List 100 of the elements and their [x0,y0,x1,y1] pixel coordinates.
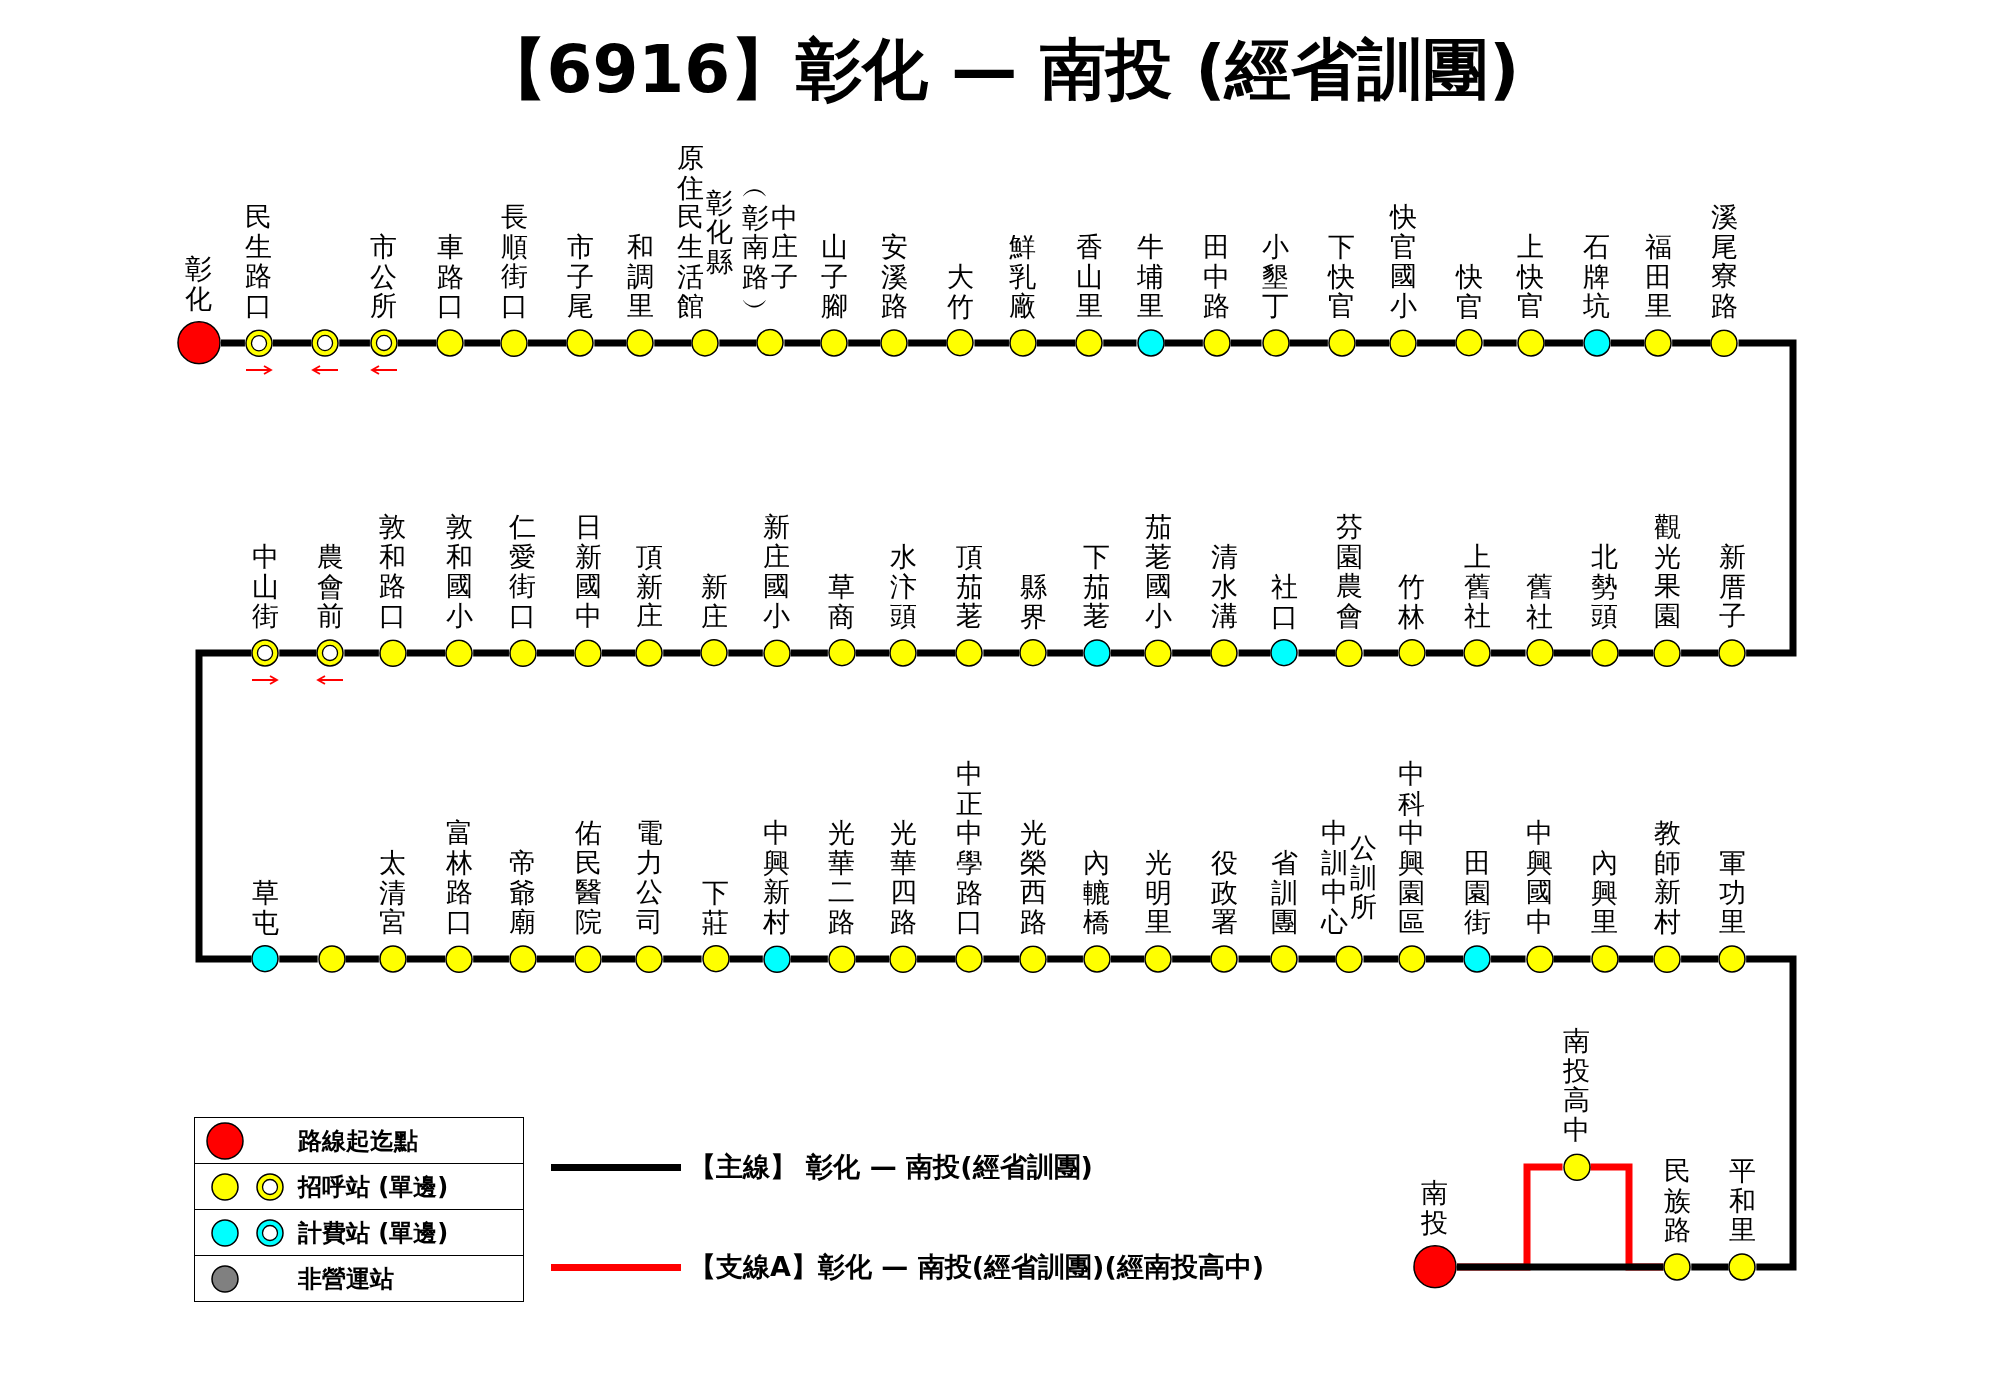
stop-name: 大竹 [946,261,974,321]
route-line [1298,649,1336,657]
stop-name: 草商 [828,571,856,631]
stop-name: 清水溝 [1211,541,1238,631]
route-line [1172,955,1211,963]
route-line [1417,339,1456,347]
route-line [473,955,509,963]
stop-name: 縣界 [1019,571,1047,631]
route-line [1544,339,1583,347]
stop-name: 山子腳 [820,231,848,321]
legend-label: 非營運站 [298,1264,394,1295]
route-line [473,649,509,657]
stop-name: 農會前 [316,541,344,631]
stop-name: 中興國中 [1526,818,1554,937]
stop-name: 上舊社 [1463,541,1491,631]
stop-name: 電力公司 [635,818,663,937]
stop-name: 平和里 [1728,1155,1756,1245]
route-line [728,649,763,657]
route-line [594,339,627,347]
route-line [1553,955,1591,963]
stop-name: 下莊 [702,877,730,937]
stop-name: 中科中興園區 [1398,758,1426,937]
stop-name: 長順街口 [500,202,528,321]
stop-name: 溪尾寮路 [1711,202,1738,321]
stop-name: 仁愛街口 [509,512,537,631]
route-line [1238,955,1271,963]
route-line [221,339,245,347]
route-line [983,649,1020,657]
stop-name: 牛埔里 [1137,231,1164,321]
stop-name: 南投高中 [1563,1026,1590,1145]
stop-name: 社口 [1270,571,1298,631]
stop-name: 中興新村 [763,818,791,937]
stop-name: 市公所 [370,231,398,321]
route-line [917,955,956,963]
route-line [719,339,757,347]
route-line [1172,649,1211,657]
stop-name: 水汴頭 [889,541,917,631]
route-line [339,339,370,347]
title: 【6916】彰化 — 南投 (經省訓團) [480,30,1520,110]
route-line [1363,955,1398,963]
route-line [1618,955,1654,963]
route-line [1036,339,1076,347]
stop-name: 敦和路口 [379,512,407,631]
stop-name: 草屯 [251,877,279,937]
stop-name: 役政署 [1211,847,1238,937]
legend-label: 招呼站 (單邊) [298,1172,449,1203]
stop-name: 彰化 [185,253,213,313]
legend-label: 【主線】 彰化 — 南投(經省訓團) [689,1150,1093,1184]
route-line [1553,649,1591,657]
route-line [1363,649,1398,657]
stop-name: 彰化縣 [706,187,734,277]
route-line [536,955,574,963]
stop-name: 中訓中心 [1321,818,1349,937]
stop-name: 中庄子 [771,202,799,292]
stop-name: 上快官 [1517,231,1545,321]
route-line [195,649,252,963]
stop-name: 石牌坑 [1583,231,1611,321]
stop-name: 內轆橋 [1083,847,1111,937]
stop-name: 中正中學路口 [955,758,983,937]
stop-name: 新庄國小 [763,512,791,631]
route-line [1047,955,1083,963]
route-line [464,339,501,347]
route-line [1483,339,1517,347]
route-line [1426,955,1464,963]
route-line [729,955,763,963]
stop-name: 太清宮 [379,847,407,937]
stop-name: 頂茄荖 [955,541,983,631]
route-line [917,649,956,657]
route-line [397,339,437,347]
route-line [663,955,702,963]
route-line [1164,339,1203,347]
stop-name: 和調里 [626,231,654,321]
route-line [1298,955,1336,963]
legend-label: 路線起迄點 [298,1126,418,1157]
route-line [1681,649,1719,657]
route-line [1103,339,1137,347]
stop-name: 教師新村 [1653,818,1681,937]
route-line [1672,339,1711,347]
stop-name: 日新國中 [574,512,602,631]
route-line [790,649,828,657]
stop-name: 佑民醫院 [574,818,602,937]
route-line [1691,1263,1729,1271]
stop-name: 香山里 [1075,231,1103,321]
stop-name: 光華二路 [828,818,856,937]
stop-name: 快官國小 [1389,202,1417,321]
stop-name: 市子尾 [566,231,594,321]
route-line [654,339,692,347]
route-line [602,649,636,657]
route-line [536,649,574,657]
route-line [406,649,446,657]
stop-name: 中山街 [251,541,279,631]
stop-name: 芬園農會 [1336,512,1363,631]
stop-name: 舊社 [1526,571,1554,631]
stop-name: 頂新庄 [635,541,663,631]
stop-name: 觀光果園 [1653,512,1681,631]
stop-name: 田園街 [1463,847,1491,937]
stop-name: 富林路口 [445,818,473,937]
route-line [855,955,890,963]
stop-name: 原住民生活館 [677,142,705,321]
stop-name: 茄荖國小 [1144,512,1172,631]
